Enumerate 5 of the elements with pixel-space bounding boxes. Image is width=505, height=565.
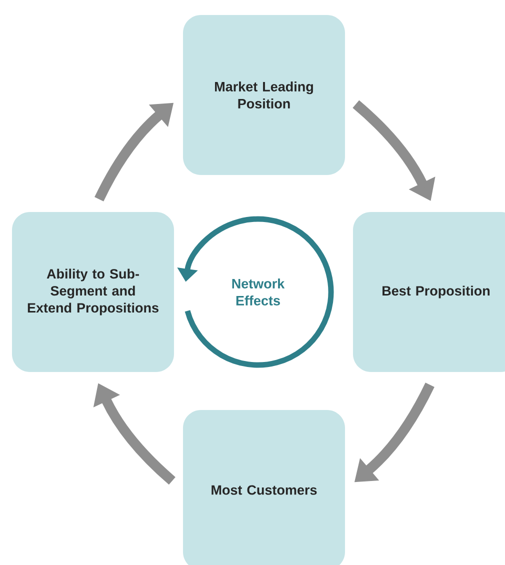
node-label: Network Effects [232,278,285,306]
process-box: Best Proposition [353,212,505,372]
process-box: Market Leading Position [183,15,345,175]
process-box: Ability to Sub-Segment and Extend Propositions [12,212,174,372]
process-box: Most Customers [183,410,345,565]
